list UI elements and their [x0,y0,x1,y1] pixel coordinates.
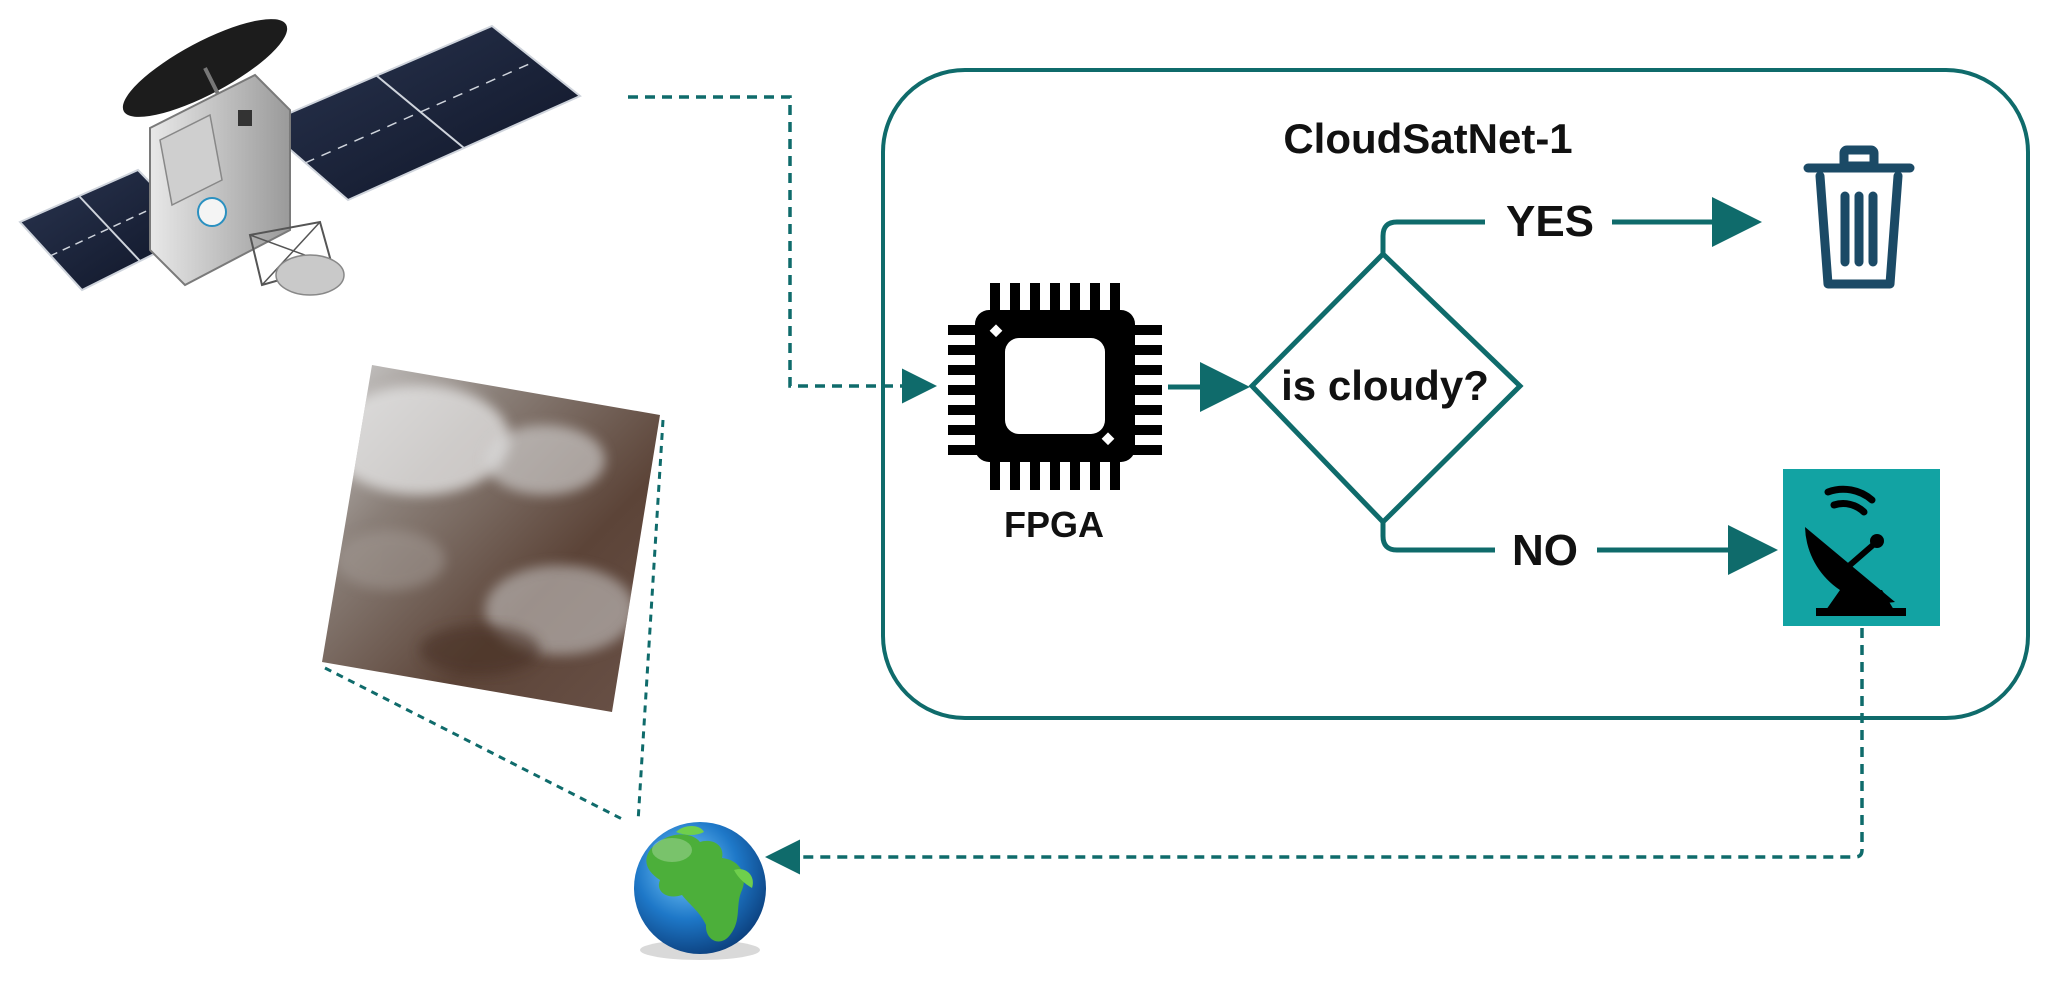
diagram-title: CloudSatNet-1 [1283,115,1572,162]
fpga-label: FPGA [1004,504,1104,545]
diamond-decision [1248,250,1524,526]
cloudsatnet-frame [881,68,2030,720]
satellite-dish-icon [1783,469,1940,626]
image-to-earth-line-right [636,419,665,823]
no-label: NO [1512,526,1578,575]
chip-icon [948,283,1162,490]
decision-label: is cloudy? [1281,362,1489,409]
no-branch-line [1380,522,1495,553]
downlink-to-earth-arrow [765,628,1864,875]
yes-label: YES [1506,197,1594,246]
satellite-to-fpga-arrow [628,95,937,404]
image-to-earth-line-left [324,666,625,822]
satellite-image-tile [322,365,660,712]
satellite-icon [18,19,582,296]
trash-icon [1803,145,1915,289]
yes-branch-line [1380,219,1485,254]
globe-icon [634,822,766,960]
